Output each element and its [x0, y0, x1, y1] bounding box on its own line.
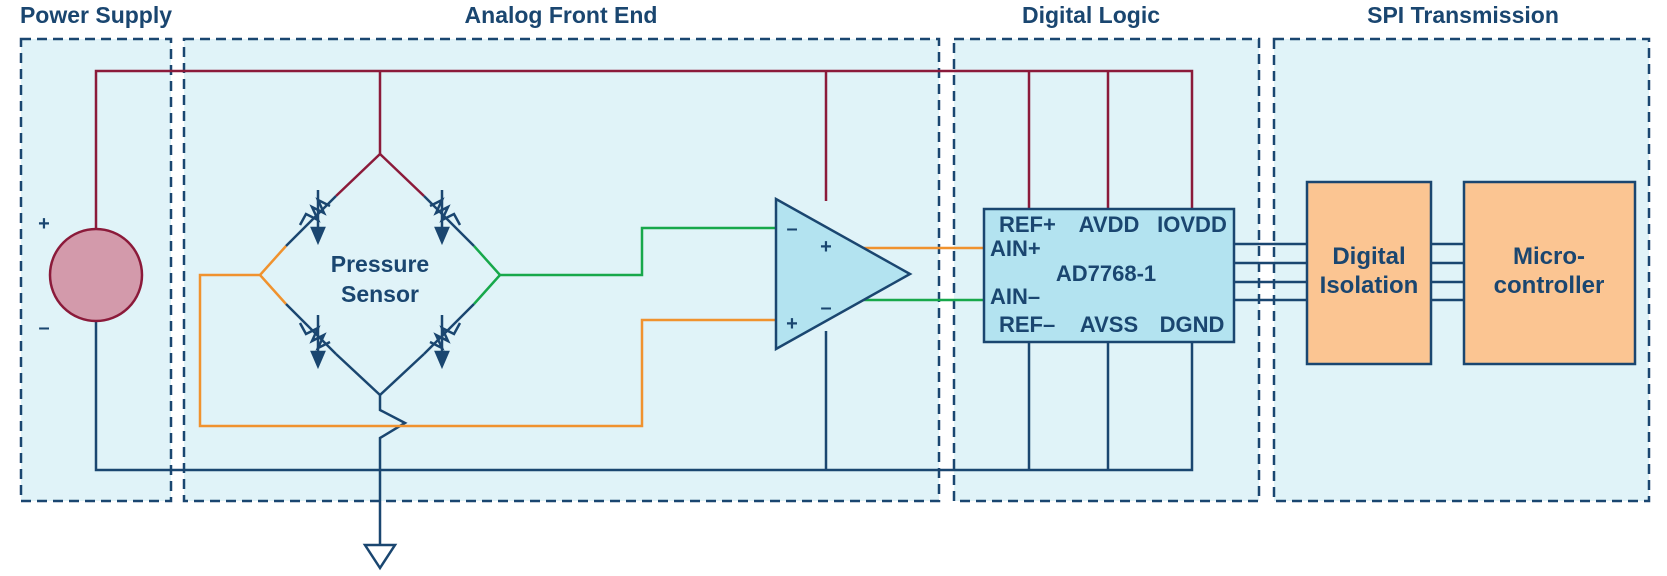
resistor-bottom-left-icon: [298, 315, 331, 370]
ground-rail: [94, 320, 1194, 545]
pin-ain-minus: AIN–: [990, 284, 1040, 309]
amp-output-plus-sign: +: [820, 236, 832, 258]
voltage-source: [48, 227, 144, 323]
source-minus-sign: –: [38, 317, 49, 339]
section-title-afe: Analog Front End: [465, 2, 658, 28]
pin-avdd: AVDD: [1079, 212, 1140, 237]
section-title-spi: SPI Transmission: [1367, 2, 1559, 28]
amp-input-plus-sign: +: [786, 313, 798, 335]
mcu-label-line1: Micro-: [1513, 243, 1585, 270]
signal-path-orange-input: [198, 273, 776, 428]
resistor-top-left-icon: [298, 190, 331, 246]
digital-isolation-block: [1305, 180, 1433, 366]
pin-ain-plus: AIN+: [990, 236, 1041, 261]
isolation-label-line2: Isolation: [1320, 272, 1419, 299]
amp-input-minus-sign: –: [786, 218, 797, 240]
pin-ref-plus: REF+: [999, 212, 1056, 237]
sensor-label-line1: Pressure: [331, 251, 429, 277]
signal-path-green-input: [500, 226, 776, 277]
ground-symbol: [362, 543, 398, 571]
resistor-top-right-icon: [429, 190, 462, 246]
pin-iovdd: IOVDD: [1157, 212, 1227, 237]
microcontroller-block: [1462, 180, 1637, 366]
mcu-label-line2: controller: [1494, 272, 1605, 299]
adc-chip-name: AD7768-1: [1056, 261, 1156, 286]
source-plus-sign: +: [38, 213, 50, 235]
amp-output-minus-sign: –: [820, 297, 831, 319]
supply-rail: [94, 69, 1194, 229]
spi-bus: [1234, 242, 1464, 302]
pin-avss: AVSS: [1080, 312, 1138, 337]
sensor-label-line2: Sensor: [341, 281, 419, 307]
adc-chip: [982, 207, 1236, 344]
resistor-bottom-right-icon: [429, 315, 462, 370]
section-title-digital: Digital Logic: [1022, 2, 1160, 28]
pin-dgnd: DGND: [1160, 312, 1225, 337]
section-title-power: Power Supply: [20, 2, 172, 28]
isolation-label-line1: Digital: [1332, 243, 1405, 270]
differential-amplifier: [774, 196, 913, 352]
pin-ref-minus: REF–: [999, 312, 1055, 337]
